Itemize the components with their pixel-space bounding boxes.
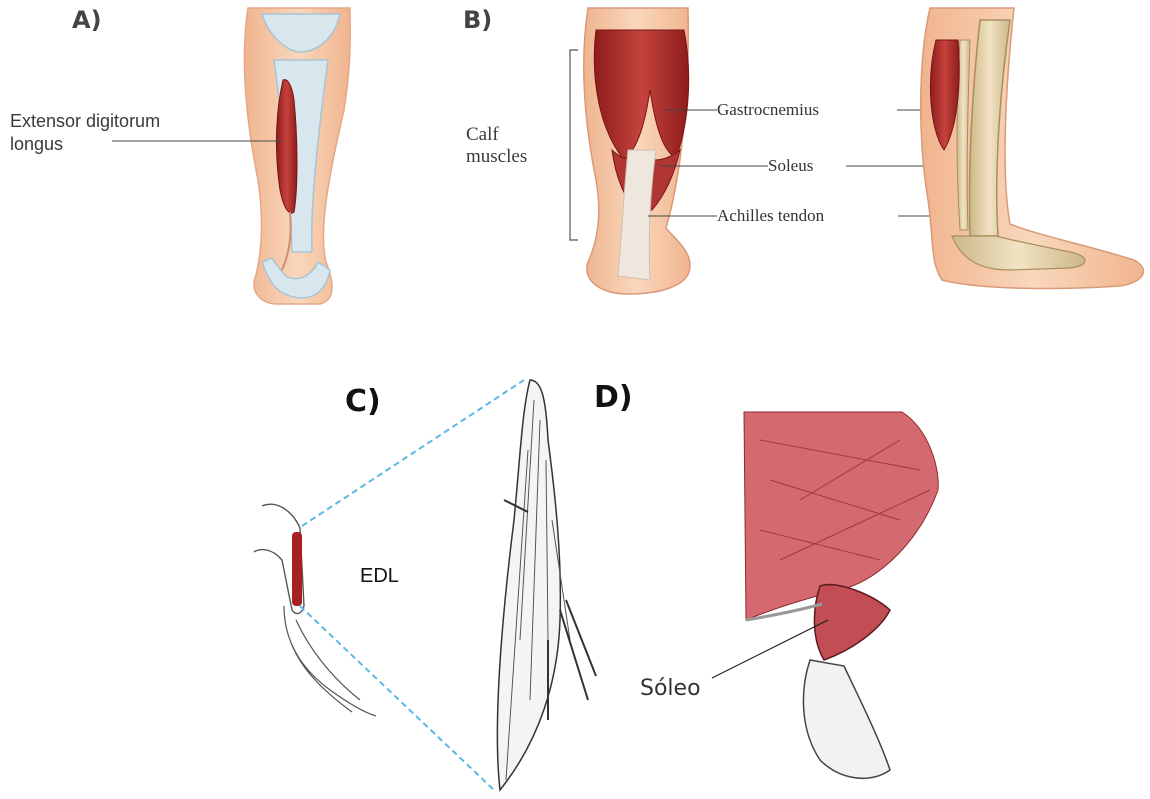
panel-a-leg-illustration xyxy=(112,8,350,304)
panel-b-bracket xyxy=(570,50,578,240)
panel-d-soleus-illustration xyxy=(712,412,938,778)
panel-b-soleus-label: Soleus xyxy=(768,156,813,176)
panel-b-achilles-label: Achilles tendon xyxy=(717,206,824,226)
panel-b-calf-illustration xyxy=(570,8,1143,294)
panel-c-edl-illustration xyxy=(254,380,596,790)
panel-c-limb-lower xyxy=(284,606,376,716)
panel-c-edl-label: EDL xyxy=(360,565,399,588)
panel-d-soleo-label: Sóleo xyxy=(640,676,701,701)
panel-a-annotation-line2: longus xyxy=(10,133,250,156)
panel-d-soleus-muscle xyxy=(814,585,890,660)
panel-c-zoom-line-top xyxy=(302,380,524,526)
panel-a-annotation-line1: Extensor digitorum xyxy=(10,110,250,133)
panel-b-group-line2: muscles xyxy=(466,146,566,168)
panel-a-muscle-annotation: Extensor digitorum longus xyxy=(10,110,250,156)
panel-a-label: A) xyxy=(72,6,102,34)
panel-b-gastrocnemius-label: Gastrocnemius xyxy=(717,100,819,120)
panel-c-edl-muscle xyxy=(292,532,302,606)
panel-b-group-line1: Calf xyxy=(466,124,566,146)
panel-d-foot xyxy=(803,660,890,778)
panel-c-label: C) xyxy=(345,384,381,419)
panel-c-zoom-line-bottom xyxy=(300,606,494,790)
panel-d-label: D) xyxy=(594,380,633,415)
panel-b-label: B) xyxy=(463,6,492,34)
panel-b-group-annotation: Calf muscles xyxy=(466,124,566,168)
panel-c-edl-enlarged xyxy=(497,380,560,790)
